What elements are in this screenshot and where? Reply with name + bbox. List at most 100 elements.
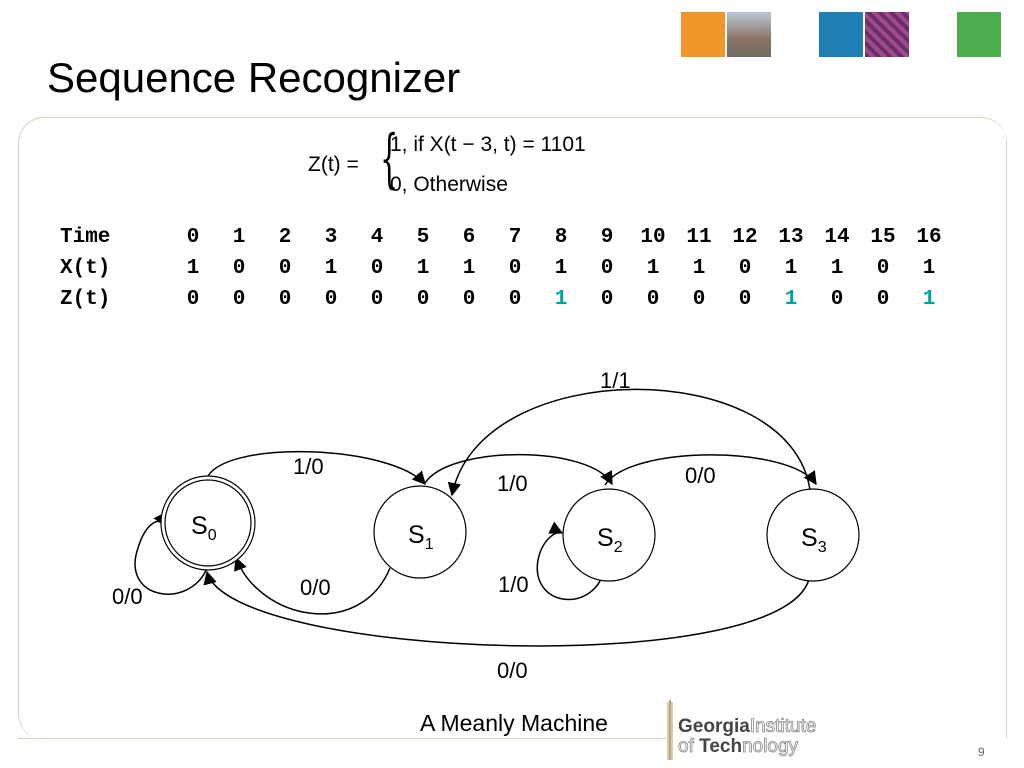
state-s2-label: S2	[597, 524, 623, 556]
row-label: X(t)	[60, 257, 111, 280]
formula-brace: {	[380, 122, 399, 196]
row-label: Time	[60, 226, 111, 249]
transition-s0-self	[134, 512, 208, 595]
svg-text:GeorgiaInstitute: GeorgiaInstitute	[678, 716, 816, 737]
label-s3-s1: 1/1	[600, 368, 631, 393]
cell-time-5: 5	[416, 226, 430, 249]
table-row-z: Z(t) 0 0 0 0 0 0 0 0 1 0 0 0 0 1 0 0 1	[60, 284, 952, 315]
state-s0	[160, 475, 256, 571]
cell-z-0: 0	[186, 288, 200, 311]
cell-x-0: 1	[186, 257, 200, 280]
cell-time-3: 3	[324, 226, 338, 249]
cell-z-11: 0	[692, 288, 706, 311]
formula-case-2: 0, Otherwise	[390, 173, 508, 196]
transition-s1-s0	[234, 556, 391, 615]
cell-z-1: 0	[232, 288, 246, 311]
cell-x-8: 1	[554, 257, 568, 280]
cell-z-13: 1	[784, 288, 798, 311]
circuit-photo-tile	[865, 12, 909, 57]
cell-z-7: 0	[508, 288, 522, 311]
georgia-tech-logo: GeorgiaInstitute of Technology	[660, 700, 875, 767]
label-s0-self: 0/0	[112, 584, 143, 609]
label-s3-s0: 0/0	[497, 658, 528, 683]
cell-z-16: 1	[922, 288, 936, 311]
transition-s1-s2	[424, 453, 613, 486]
cell-time-6: 6	[462, 226, 476, 249]
svg-text:of Technology: of Technology	[678, 736, 799, 757]
state-s3	[766, 488, 860, 582]
cell-z-10: 0	[646, 288, 660, 311]
cell-x-10: 1	[646, 257, 660, 280]
transition-s2-self	[536, 521, 605, 601]
cell-x-14: 1	[830, 257, 844, 280]
cell-x-15: 0	[876, 257, 890, 280]
transition-s3-s1	[447, 388, 811, 497]
row-label: Z(t)	[60, 288, 111, 311]
cell-time-11: 11	[686, 226, 712, 249]
state-s1	[373, 485, 467, 579]
cell-time-13: 13	[778, 226, 804, 249]
cell-z-3: 0	[324, 288, 338, 311]
cell-time-4: 4	[370, 226, 384, 249]
cell-time-8: 8	[554, 226, 568, 249]
state-s2	[562, 488, 656, 582]
cell-time-16: 16	[916, 226, 942, 249]
cell-time-12: 12	[732, 226, 758, 249]
cell-z-5: 0	[416, 288, 430, 311]
formula-lhs: Z(t) =	[308, 153, 359, 176]
green-tile	[957, 12, 1001, 57]
orange-tile	[681, 12, 725, 57]
transition-s2-s3	[604, 454, 817, 486]
cell-x-7: 0	[508, 257, 522, 280]
blue-tile	[819, 12, 863, 57]
page-number: 9	[978, 745, 985, 759]
cell-time-0: 0	[186, 226, 200, 249]
cell-z-8: 1	[554, 288, 568, 311]
formula-case-1: 1, if X(t − 3, t) = 1101	[390, 133, 586, 156]
frame-right-line	[1006, 140, 1007, 738]
cell-x-12: 0	[738, 257, 752, 280]
cell-time-1: 1	[232, 226, 246, 249]
cell-time-10: 10	[640, 226, 666, 249]
label-s2-s3: 0/0	[685, 463, 716, 488]
cell-time-9: 9	[600, 226, 614, 249]
cell-x-1: 0	[232, 257, 246, 280]
cell-z-12: 0	[738, 288, 752, 311]
label-s1-s2: 1/0	[497, 471, 528, 496]
cell-z-2: 0	[278, 288, 292, 311]
cell-time-2: 2	[278, 226, 292, 249]
label-s1-s0: 0/0	[300, 575, 331, 600]
cell-x-9: 0	[600, 257, 614, 280]
cell-x-4: 0	[370, 257, 384, 280]
cell-z-14: 0	[830, 288, 844, 311]
state-s0-label: S0	[191, 512, 217, 544]
campus-photo-tile	[727, 12, 771, 57]
cell-time-7: 7	[508, 226, 522, 249]
cell-time-14: 14	[824, 226, 850, 249]
cell-x-11: 1	[692, 257, 706, 280]
state-s3-label: S3	[801, 524, 827, 556]
frame-bottom-line	[18, 738, 666, 739]
diagram-caption: A Meanly Machine	[420, 710, 608, 736]
cell-x-2: 0	[278, 257, 292, 280]
transition-s3-s0	[203, 570, 811, 647]
label-s0-s1: 1/0	[293, 454, 324, 479]
label-s2-self: 1/0	[498, 572, 529, 597]
cell-z-9: 0	[600, 288, 614, 311]
table-row-x: X(t) 1 0 0 1 0 1 1 0 1 0 1 1 0 1 1 0 1	[60, 253, 952, 284]
cell-x-3: 1	[324, 257, 338, 280]
cell-x-16: 1	[922, 257, 936, 280]
cell-z-15: 0	[876, 288, 890, 311]
state-s1-label: S1	[408, 521, 434, 553]
cell-z-4: 0	[370, 288, 384, 311]
cell-x-13: 1	[784, 257, 798, 280]
content-frame	[18, 117, 1007, 740]
cell-z-6: 0	[462, 288, 476, 311]
transition-s0-s1	[207, 450, 426, 486]
tower-icon	[667, 700, 673, 760]
cell-x-5: 1	[416, 257, 430, 280]
cell-x-6: 1	[462, 257, 476, 280]
